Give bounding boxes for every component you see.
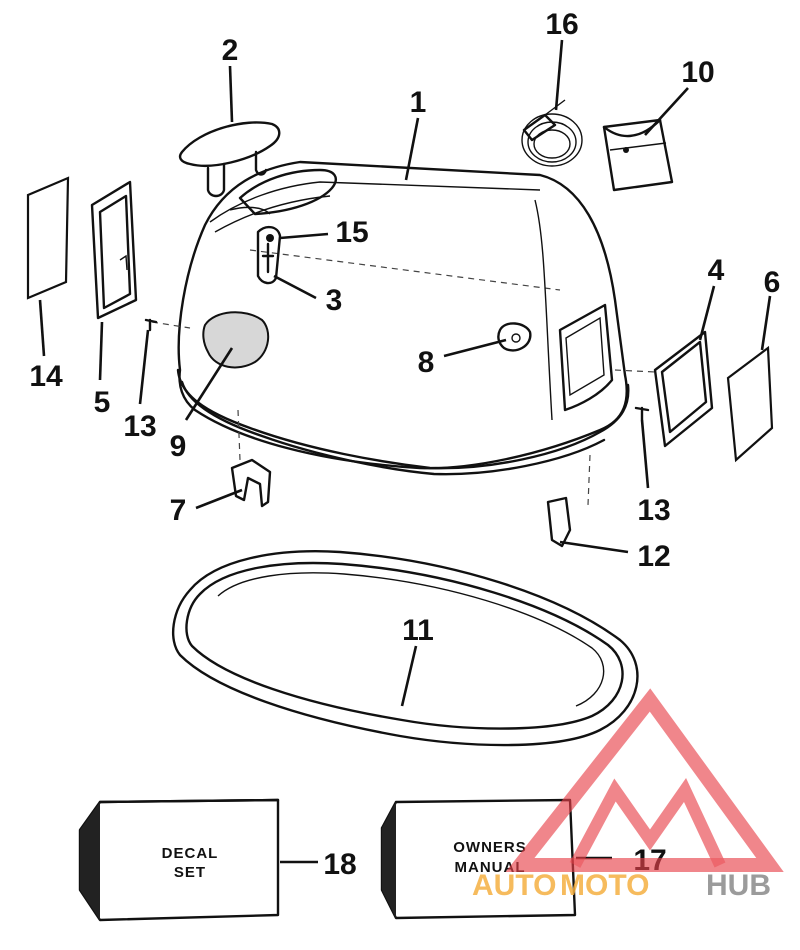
callout-9: 9 [170,430,187,463]
part-7-bracket [230,409,272,508]
decal-set-box: DECAL SET [78,798,280,922]
callout-13-right: 13 [637,494,670,527]
callout-4: 4 [708,254,725,287]
automotohub-watermark: AUTO MOTO HUB [472,688,784,902]
callout-13-left: 13 [123,410,156,443]
part-5-frame [90,180,138,320]
callout-8: 8 [418,346,435,379]
watermark-auto: AUTO [472,869,556,902]
part-2-cap [178,121,281,198]
callout-3: 3 [326,284,343,317]
callout-1: 1 [410,86,427,119]
callout-5: 5 [94,386,111,419]
callout-18: 18 [323,848,356,881]
part-10-pouch [602,118,674,192]
part-11-seal [172,550,639,747]
callout-7: 7 [170,494,187,527]
part-6-panel [726,345,774,463]
watermark-moto: MOTO [560,869,649,902]
callout-6: 6 [764,266,781,299]
part-14-panel [26,176,70,300]
callout-2: 2 [222,34,239,67]
decal-label-line2: SET [174,864,206,881]
owners-manual-box: OWNERS MANUAL [380,798,577,920]
callout-11: 11 [402,614,434,647]
motor-cover [151,160,630,476]
part-12-bracket [546,454,591,548]
callout-10: 10 [681,56,714,89]
part-4-frame [614,330,714,448]
callout-15: 15 [335,216,368,249]
manual-label-line1: OWNERS [453,839,527,856]
callout-16: 16 [545,8,578,41]
part-16-cable [521,99,583,167]
callout-12: 12 [637,540,670,573]
callout-14: 14 [29,360,63,393]
decal-label-line1: DECAL [162,845,219,862]
watermark-hub: HUB [706,869,771,902]
part-13-screws [144,318,650,422]
leader-lines [38,39,772,864]
